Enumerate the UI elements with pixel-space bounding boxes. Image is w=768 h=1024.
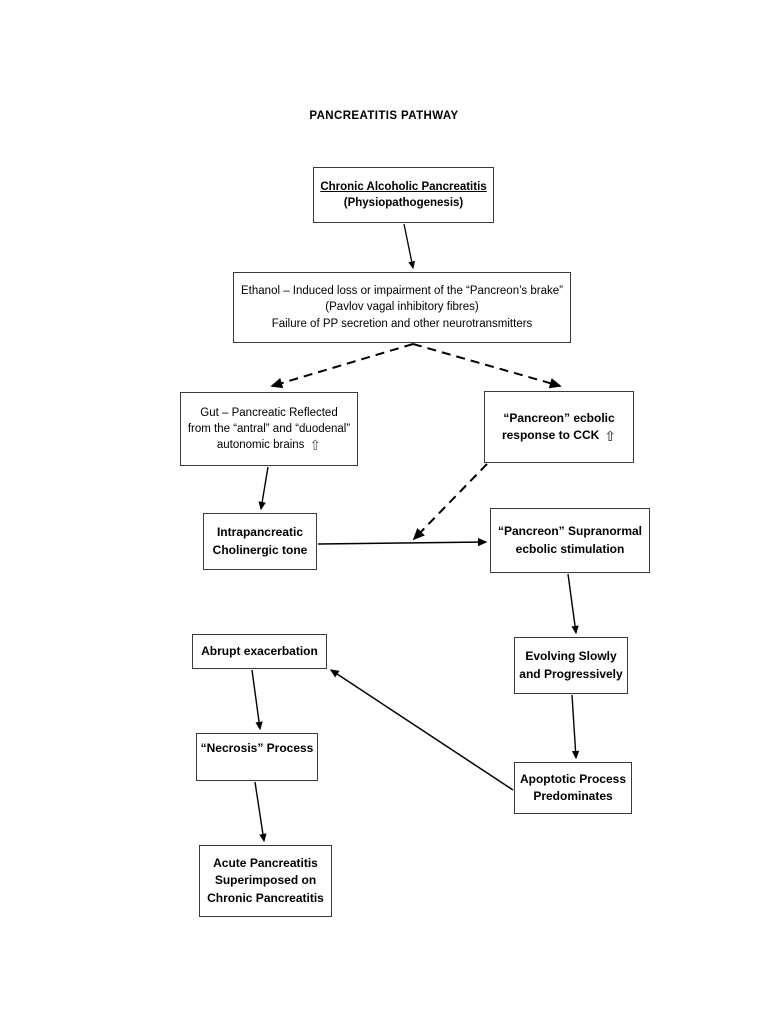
node-line: Apoptotic Process (519, 771, 627, 786)
node-line-with-glyph: autonomic brains ⇧ (217, 437, 321, 453)
edge-supranormal-to-evolving (567, 573, 579, 635)
node-line: “Pancreon” ecbolic (503, 410, 615, 425)
increase-arrow-icon: ⇧ (604, 429, 617, 445)
edge-cck-to-supranormal (412, 463, 488, 541)
node-line: Cholinergic tone (212, 542, 308, 557)
node-line: Gut – Pancreatic Reflected (200, 406, 338, 419)
node-line: ecbolic stimulation (515, 541, 625, 556)
node-line: Chronic Pancreatitis (207, 890, 324, 905)
edge-cholinergic-to-supranormal (317, 537, 488, 547)
node-ethanol-induced-loss: Ethanol – Induced loss or impairment of … (233, 272, 571, 343)
edge-chronic-to-ethanol (403, 223, 416, 270)
node-pancreon-supranormal-ecbolic-stimulation: “Pancreon” Supranormal ecbolic stimulati… (490, 508, 650, 573)
node-line: Superimposed on (214, 873, 317, 888)
node-line: Ethanol – Induced loss or impairment of … (241, 285, 563, 297)
node-line: Abrupt exacerbation (201, 643, 318, 658)
node-line: Predominates (533, 789, 613, 803)
node-line: from the “antral” and “duodenal” (187, 422, 351, 435)
node-line: Failure of PP secretion and other neurot… (271, 317, 533, 330)
node-line: “Pancreon” Supranormal (497, 524, 643, 539)
node-line: (Pavlov vagal inhibitory fibres) (325, 301, 479, 314)
edge-apoptotic-to-abrupt (329, 669, 514, 791)
node-line: response to CCK (501, 428, 600, 442)
node-evolving-slowly-progressively: Evolving Slowly and Progressively (514, 637, 628, 694)
node-chronic-alcoholic-pancreatitis: Chronic Alcoholic Pancreatitis (Physiopa… (313, 167, 494, 223)
node-acute-pancreatitis-superimposed: Acute Pancreatitis Superimposed on Chron… (199, 845, 332, 917)
edge-ethanol-to-cck (412, 343, 562, 389)
node-line: “Necrosis” Process (200, 741, 314, 755)
node-line-with-glyph: response to CCK ⇧ (502, 427, 616, 444)
edge-abrupt-to-necrosis (251, 669, 263, 731)
edge-evolving-to-apoptotic (571, 694, 580, 760)
increase-arrow-icon: ⇧ (309, 438, 322, 455)
node-line: Evolving Slowly (525, 649, 617, 664)
node-line: autonomic brains (216, 439, 305, 452)
edge-ethanol-to-gut (270, 343, 414, 389)
node-apoptotic-process-predominates: Apoptotic Process Predominates (514, 762, 632, 814)
node-line: Acute Pancreatitis (213, 856, 318, 871)
edge-gut-to-cholinergic (258, 466, 269, 511)
node-line: (Physiopathogenesis) (343, 197, 464, 209)
node-intrapancreatic-cholinergic-tone: Intrapancreatic Cholinergic tone (203, 513, 317, 570)
edge-necrosis-to-acute (254, 781, 267, 843)
node-line: Intrapancreatic (216, 525, 304, 540)
node-gut-pancreatic-reflected: Gut – Pancreatic Reflected from the “ant… (180, 392, 358, 466)
node-line: and Progressively (519, 666, 623, 681)
node-line: Chronic Alcoholic Pancreatitis (320, 180, 487, 193)
node-necrosis-process: “Necrosis” Process (196, 733, 318, 781)
page-title: PANCREATITIS PATHWAY (309, 110, 459, 122)
node-pancreon-ecbolic-response-cck: “Pancreon” ecbolic response to CCK ⇧ (484, 391, 634, 463)
node-abrupt-exacerbation: Abrupt exacerbation (192, 634, 327, 669)
